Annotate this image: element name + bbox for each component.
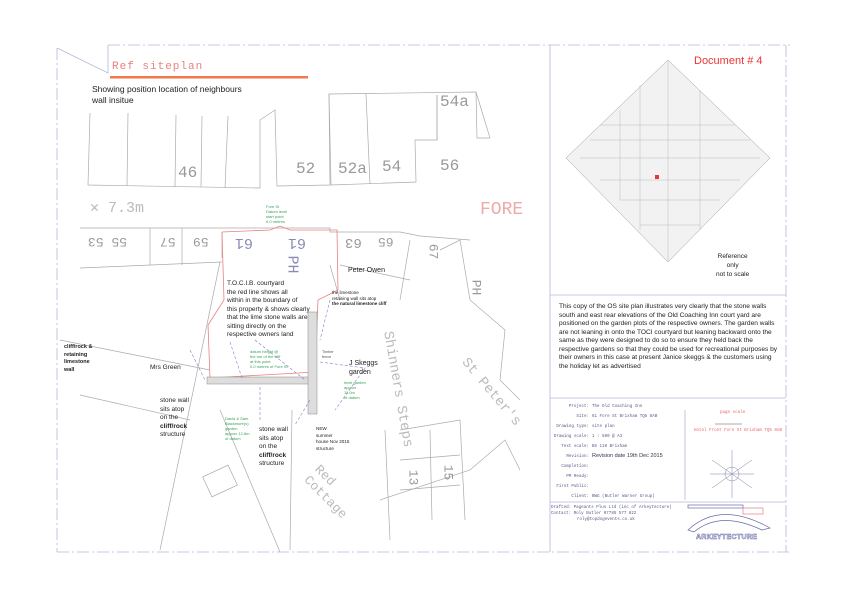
peter-owen-label: Peter Owen [348, 267, 385, 274]
compass-icon [710, 450, 754, 498]
tb-value: site plan [592, 425, 615, 429]
leader-lines [189, 299, 366, 426]
stone-wall-bold: cliff/rock [259, 451, 287, 459]
plot-outlines [59, 91, 521, 553]
plot-number: 54 [382, 158, 402, 176]
drafted-value: Pageants Plus Ltd (inc of Arkeytecture) [573, 506, 672, 510]
tb-label: Drawing scale: [553, 435, 589, 439]
plot-number: 57 [160, 234, 176, 249]
level-marker: ✕ 7.3m [90, 198, 144, 217]
tb-value: Revision date 19th Dec 2015 [592, 453, 663, 459]
contact-label: Contact: [551, 512, 572, 516]
ref-siteplan-title: Ref siteplan [112, 61, 204, 73]
plot-number: 63 [345, 234, 362, 250]
fore-st-datum-note: Fore St Datum level start point 0.0 metr… [266, 204, 288, 224]
plot-number: 13 [405, 469, 421, 486]
tb-label: Completion: [561, 465, 589, 469]
panel-dividers [56, 45, 786, 552]
tb-value: 61 Fore St Brixham TQ5 8AB [592, 415, 658, 419]
stone-walls [206, 311, 318, 415]
mrs-green-label: Mrs Green [150, 364, 181, 371]
document-label: Document # 4 [694, 55, 763, 67]
limestone-bold: the natural limestone cliff [332, 301, 387, 306]
property-boundary-red-line [207, 225, 339, 379]
tb-value: BS 110 Brixham [592, 445, 628, 449]
logo-text: ARKEYTECTURE [696, 534, 758, 542]
contact-line: Contact: Roly Butler 07785 577 822 [551, 512, 636, 516]
stone-wall-text: stone wall sits atop on the [259, 426, 288, 450]
tb-label: Project: [568, 405, 589, 409]
page-scale-label: page scale [720, 411, 746, 415]
level-garden-note: level garden approx 11.0m of datum [344, 380, 366, 400]
stone-wall-end: structure [259, 460, 285, 467]
plot-number: PH [283, 255, 301, 274]
plot-number: 56 [440, 157, 460, 175]
summer-house-note: NEW summer house Nov 2015 structure [316, 426, 350, 451]
tb-label: Text scale: [561, 445, 589, 449]
tb-label: Revision: [566, 455, 589, 459]
subtitle: Showing position location of neighbours … [92, 84, 242, 105]
contact-email: roly@topdogevents.co.uk [577, 518, 635, 522]
plot-number: 61 [235, 234, 254, 251]
plot-number: 55 53 [88, 234, 128, 249]
plot-number: 52 [296, 160, 316, 178]
cliff-left-label: cliff/rock & retaining limestone wall [64, 344, 93, 373]
drawing-frame [56, 44, 790, 553]
tb-label: Drawing type: [556, 425, 589, 429]
datum-height-note: datum height @ the toe of the cliff at t… [250, 349, 288, 369]
reference-note: Reference only not to scale [716, 253, 750, 278]
level-value: 7.3m [108, 200, 145, 217]
location-map [565, 59, 771, 263]
j-skeggs-label: J Skeggs garden [349, 360, 378, 376]
title-underline [110, 76, 308, 79]
tb-value: 1 : 500 @ A3 [592, 435, 623, 439]
plot-number: 65 [378, 234, 394, 249]
plot-number: 61 [288, 234, 307, 251]
arkeytecture-logo [687, 504, 771, 533]
cross-icon: ✕ [90, 200, 109, 217]
tb-value: The Old Coaching Inn [592, 405, 643, 409]
plot-number: 67 [425, 243, 441, 260]
drafted-line: Drafted: Pageants Plus Ltd (inc of Arkey… [551, 506, 672, 510]
plot-number: 15 [440, 464, 456, 481]
contact-value: Roly Butler 07785 577 822 [573, 512, 637, 516]
plot-number: 46 [178, 164, 198, 182]
tb-label: Site: [576, 415, 589, 419]
tb-label: First Public: [556, 485, 589, 489]
david-sam-note: David & Sam Blackmore(s) garden approx 1… [225, 416, 250, 441]
plot-number: PH [468, 279, 484, 296]
stone-wall-bold: cliff/rock [160, 422, 188, 430]
tb-label: Client: [571, 495, 589, 499]
street-fore: FORE [480, 200, 524, 220]
plot-number: 52a [338, 160, 367, 178]
toci-note: T.O.C.I.B. courtyard the red line shows … [227, 280, 310, 338]
stone-wall-text: stone wall sits atop on the [160, 397, 189, 421]
stone-wall-end: structure [160, 431, 186, 438]
description-paragraph: This copy of the OS site plan illustrate… [559, 303, 778, 370]
tb-label: PM Ready: [566, 475, 589, 479]
limestone-text: the limestone retaining wall sits atop [332, 290, 377, 301]
drafted-label: Drafted: [551, 506, 572, 510]
address-red: Hotel Front Fore St Brixham TQ5 8AB [694, 429, 782, 433]
plot-number: 59 [193, 234, 209, 249]
plot-number: 54a [440, 93, 469, 111]
timber-fence-label: Timber fence [322, 350, 334, 359]
tb-value: BWG (Butler Warner Group) [592, 495, 655, 499]
